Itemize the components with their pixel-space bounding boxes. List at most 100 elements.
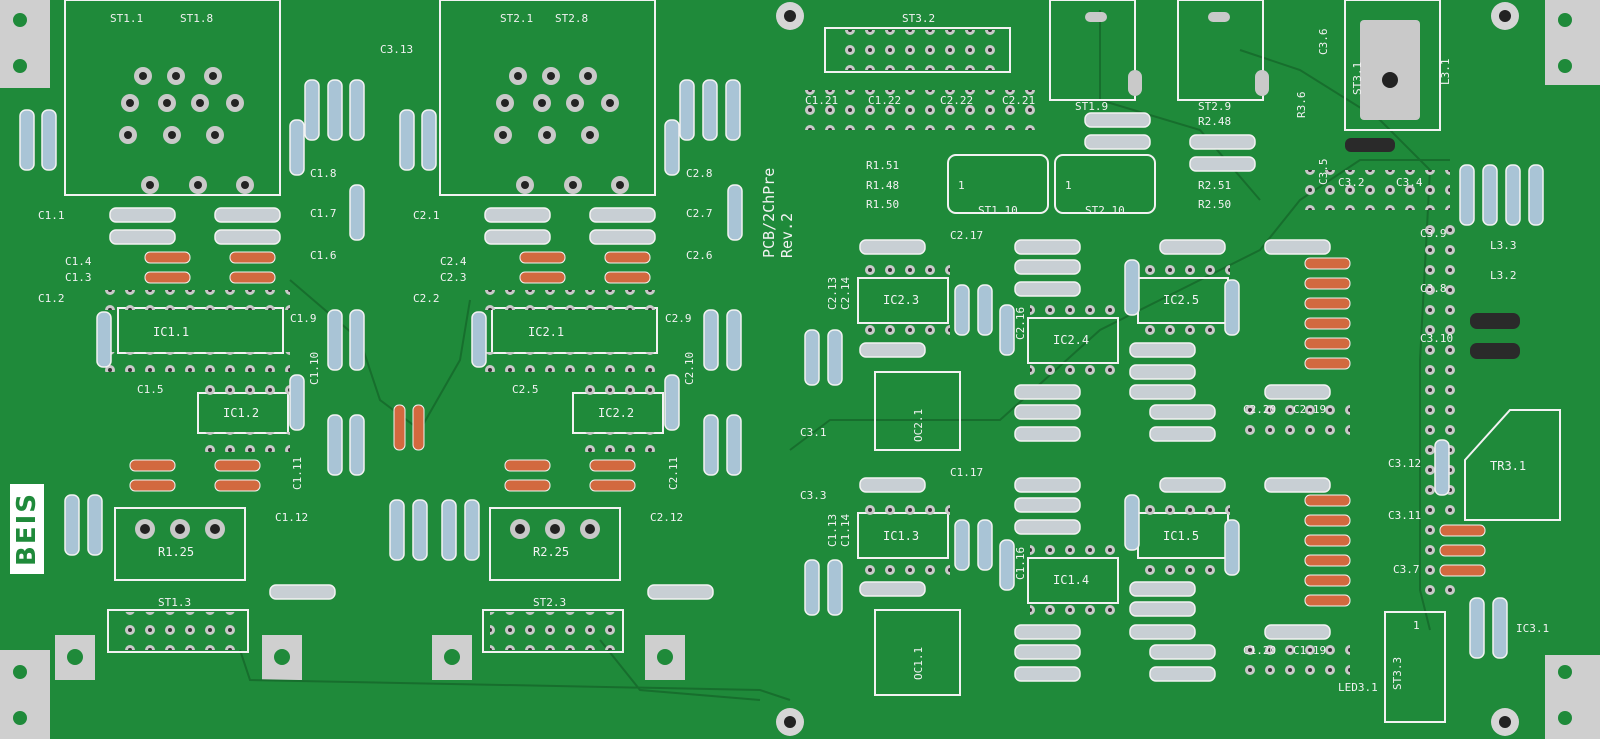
- ref-ic2-5: IC2.5: [1163, 293, 1200, 307]
- ref-c1-16: C1.16: [1014, 546, 1027, 580]
- ref-c1-1: C1.1: [38, 209, 65, 222]
- ref-c3-8: C3.8: [1420, 282, 1447, 295]
- ref-led3-1: LED3.1: [1338, 681, 1378, 694]
- ref-st2-8: ST2.8: [555, 12, 589, 25]
- ref-r1-25: R1.25: [158, 545, 195, 559]
- ref-c1-13: C1.13: [826, 513, 839, 547]
- ref-c3-11: C3.11: [1388, 509, 1422, 522]
- ref-c2-14: C2.14: [839, 276, 852, 310]
- ref-st2-1: ST2.1: [500, 12, 534, 25]
- pin1-marker-st2-10: 1: [1065, 179, 1072, 192]
- ref-c1-3: C1.3: [65, 271, 92, 284]
- ref-ic1-1: IC1.1: [153, 325, 190, 339]
- brand-text: BEIS: [12, 492, 43, 566]
- ref-c1-11: C1.11: [291, 456, 304, 490]
- ref-c2-12: C2.12: [650, 511, 684, 524]
- ref-c3-2: C3.2: [1338, 176, 1365, 189]
- ref-st1-3: ST1.3: [158, 596, 192, 609]
- ref-c1-10: C1.10: [308, 351, 321, 385]
- ref-l3-2: L3.2: [1490, 269, 1517, 282]
- board-model: PCB/2ChPre: [760, 167, 778, 258]
- ref-ic1-3: IC1.3: [883, 529, 920, 543]
- ref-c3-12: C3.12: [1388, 457, 1422, 470]
- ref-ic2-4: IC2.4: [1053, 333, 1090, 347]
- ref-c1-12: C1.12: [275, 511, 309, 524]
- ref-oc1-1: OC1.1: [912, 646, 925, 680]
- ref-c2-19: C2.19: [1293, 403, 1327, 416]
- ref-oc2-1: OC2.1: [912, 408, 925, 442]
- brand-logo: BEIS: [10, 484, 44, 574]
- ref-c2-22: C2.22: [940, 94, 974, 107]
- ref-c1-6: C1.6: [310, 249, 337, 262]
- ref-r2-25: R2.25: [533, 545, 570, 559]
- ref-st2-10: ST2.10: [1085, 204, 1125, 217]
- ref-c2-3: C2.3: [440, 271, 467, 284]
- pin1-marker-st1-10: 1: [958, 179, 965, 192]
- ref-ic2-2: IC2.2: [598, 406, 635, 420]
- ref-c2-10: C2.10: [683, 351, 696, 385]
- ref-c1-21: C1.21: [805, 94, 839, 107]
- ref-c2-2: C2.2: [413, 292, 440, 305]
- ref-r3-6: R3.6: [1295, 91, 1308, 119]
- ref-r1-51: R1.51: [866, 159, 900, 172]
- ref-st1-10: ST1.10: [978, 204, 1018, 217]
- ref-ic1-2: IC1.2: [223, 406, 260, 420]
- ref-c1-8: C1.8: [310, 167, 337, 180]
- ref-l3-3: L3.3: [1490, 239, 1517, 252]
- ref-c2-20: C2.20: [1243, 403, 1277, 416]
- pad-rows: [100, 30, 1460, 680]
- ref-c2-11: C2.11: [667, 456, 680, 490]
- ref-st2-3: ST2.3: [533, 596, 567, 609]
- ref-ic2-3: IC2.3: [883, 293, 920, 307]
- ref-ic1-4: IC1.4: [1053, 573, 1090, 587]
- ref-c1-19: C1.19: [1293, 644, 1327, 657]
- ref-r2-50: R2.50: [1198, 198, 1232, 211]
- ref-c3-10: C3.10: [1420, 332, 1454, 345]
- ref-st3-2: ST3.2: [902, 12, 936, 25]
- ref-c2-13: C2.13: [826, 276, 839, 310]
- ref-c2-5: C2.5: [512, 383, 539, 396]
- resistors: [19, 79, 1544, 682]
- ref-c2-6: C2.6: [686, 249, 713, 262]
- ref-r2-48: R2.48: [1198, 115, 1232, 128]
- ref-c2-7: C2.7: [686, 207, 713, 220]
- ref-c3-9: C3.9: [1420, 227, 1447, 240]
- ref-l3-1: L3.1: [1439, 58, 1452, 86]
- ref-st1-1: ST1.1: [110, 12, 144, 25]
- ref-c3-1: C3.1: [800, 426, 827, 439]
- ref-c2-16: C2.16: [1014, 306, 1027, 340]
- ref-st2-9: ST2.9: [1198, 100, 1232, 113]
- ref-r1-50: R1.50: [866, 198, 900, 211]
- ref-c2-1: C2.1: [413, 209, 440, 222]
- ref-ic3-1: IC3.1: [1516, 622, 1550, 635]
- ref-tr3-1: TR3.1: [1490, 459, 1527, 473]
- ref-r2-51: R2.51: [1198, 179, 1232, 192]
- ref-st1-9: ST1.9: [1075, 100, 1109, 113]
- ref-c1-14: C1.14: [839, 513, 852, 547]
- pin1-marker-st3-3: 1: [1413, 619, 1420, 632]
- ref-c2-8: C2.8: [686, 167, 713, 180]
- ref-st1-8: ST1.8: [180, 12, 214, 25]
- ref-c1-9: C1.9: [290, 312, 317, 325]
- ref-c2-17: C2.17: [950, 229, 984, 242]
- ref-c1-17: C1.17: [950, 466, 984, 479]
- board-revision: Rev.2: [778, 212, 796, 258]
- ref-c1-22: C1.22: [868, 94, 902, 107]
- ref-c1-4: C1.4: [65, 255, 92, 268]
- ref-ic2-1: IC2.1: [528, 325, 565, 339]
- ref-st3-1: ST3.1: [1351, 61, 1364, 95]
- ref-c1-2: C1.2: [38, 292, 65, 305]
- ref-c3-7: C3.7: [1393, 563, 1420, 576]
- diodes: [129, 251, 1486, 607]
- ref-c3-5: C3.5: [1317, 158, 1330, 186]
- ref-c3-13: C3.13: [380, 43, 414, 56]
- ref-c1-7: C1.7: [310, 207, 337, 220]
- ref-r1-48: R1.48: [866, 179, 900, 192]
- ref-c3-6: C3.6: [1317, 28, 1330, 56]
- ref-c3-4: C3.4: [1396, 176, 1423, 189]
- ref-c2-21: C2.21: [1002, 94, 1036, 107]
- ref-c1-20: C1.20: [1243, 644, 1277, 657]
